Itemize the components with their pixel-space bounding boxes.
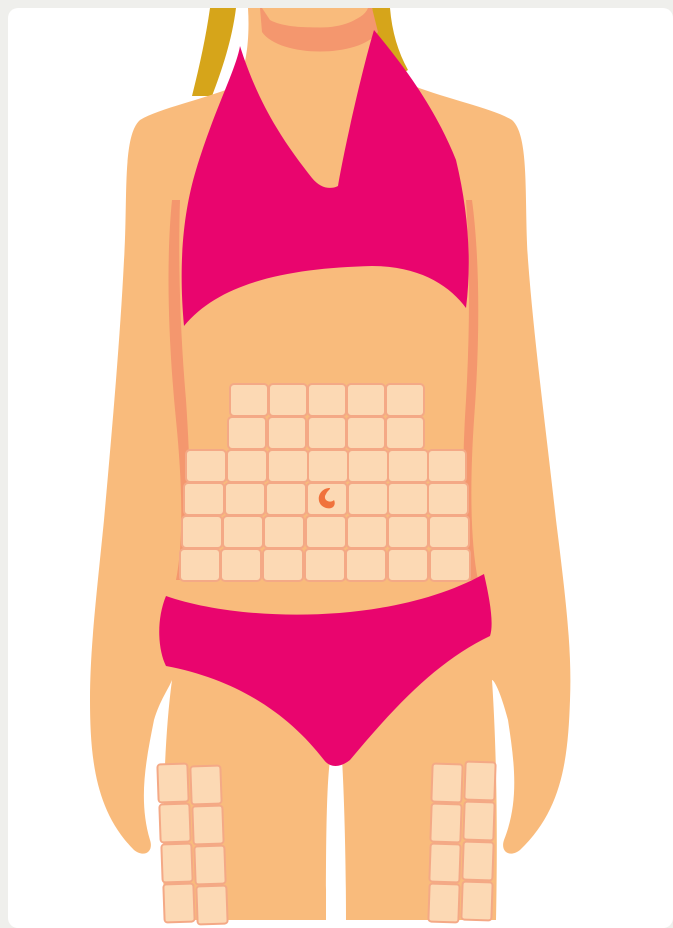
- injection-site[interactable]: [430, 803, 461, 842]
- injection-site[interactable]: [347, 384, 385, 416]
- injection-site[interactable]: [429, 516, 469, 548]
- injection-site[interactable]: [429, 843, 460, 882]
- injection-site[interactable]: [182, 516, 222, 548]
- injection-site[interactable]: [386, 384, 424, 416]
- injection-site[interactable]: [228, 417, 266, 449]
- injection-site[interactable]: [157, 763, 188, 802]
- injection-site[interactable]: [305, 549, 345, 581]
- injection-site[interactable]: [347, 417, 385, 449]
- injection-site[interactable]: [230, 384, 268, 416]
- illustration-card: [8, 8, 673, 928]
- injection-site[interactable]: [186, 450, 226, 482]
- injection-site[interactable]: [348, 483, 388, 515]
- injection-site[interactable]: [308, 384, 346, 416]
- injection-site[interactable]: [306, 516, 346, 548]
- injection-site[interactable]: [348, 450, 388, 482]
- injection-site[interactable]: [269, 384, 307, 416]
- injection-site[interactable]: [428, 883, 459, 922]
- injection-site[interactable]: [388, 450, 428, 482]
- injection-site[interactable]: [221, 549, 261, 581]
- injection-site[interactable]: [263, 549, 303, 581]
- injection-site[interactable]: [388, 549, 428, 581]
- injection-site[interactable]: [264, 516, 304, 548]
- injection-site[interactable]: [159, 803, 190, 842]
- injection-site[interactable]: [462, 841, 493, 880]
- injection-site[interactable]: [430, 549, 470, 581]
- injection-site[interactable]: [192, 805, 223, 844]
- injection-site[interactable]: [227, 450, 267, 482]
- injection-site[interactable]: [184, 483, 224, 515]
- injection-site[interactable]: [428, 483, 468, 515]
- injection-site[interactable]: [194, 845, 225, 884]
- injection-site[interactable]: [346, 549, 386, 581]
- injection-site[interactable]: [461, 881, 492, 920]
- injection-site[interactable]: [225, 483, 265, 515]
- injection-site[interactable]: [161, 843, 192, 882]
- injection-site: [307, 483, 347, 515]
- injection-site[interactable]: [386, 417, 424, 449]
- injection-site[interactable]: [431, 763, 462, 802]
- injection-site[interactable]: [308, 450, 348, 482]
- injection-site[interactable]: [388, 483, 428, 515]
- body-illustration: [8, 8, 673, 928]
- injection-site[interactable]: [180, 549, 220, 581]
- injection-site[interactable]: [347, 516, 387, 548]
- injection-site[interactable]: [223, 516, 263, 548]
- injection-site[interactable]: [464, 761, 495, 800]
- injection-site[interactable]: [190, 765, 221, 804]
- injection-site[interactable]: [268, 450, 308, 482]
- injection-site[interactable]: [308, 417, 346, 449]
- injection-site[interactable]: [428, 450, 466, 482]
- injection-site[interactable]: [463, 801, 494, 840]
- injection-site[interactable]: [268, 417, 306, 449]
- injection-site[interactable]: [388, 516, 428, 548]
- injection-site[interactable]: [266, 483, 306, 515]
- injection-site[interactable]: [163, 883, 194, 922]
